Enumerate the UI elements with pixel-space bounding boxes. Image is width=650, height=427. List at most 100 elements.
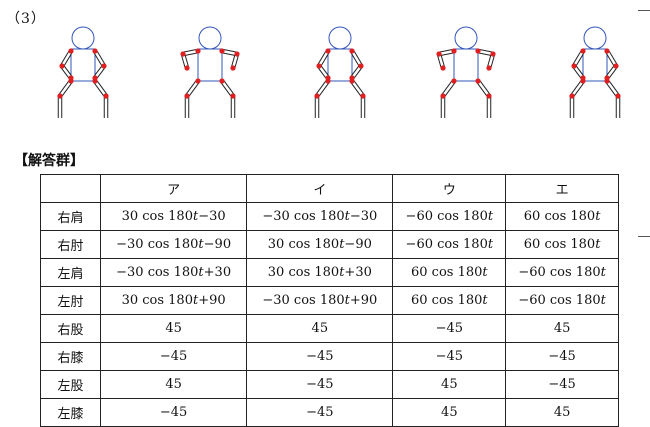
- table-cell: −60 cos 180t: [392, 202, 507, 231]
- row-label: 右股: [40, 314, 101, 343]
- joint-dot: [184, 65, 190, 71]
- torso-rect: [453, 48, 479, 82]
- table-header-row: アイウエ: [40, 174, 619, 203]
- table-cell: −30 cos 180t−30: [246, 202, 394, 231]
- joint-dot: [180, 51, 186, 57]
- limb-segment-inner: [220, 80, 235, 97]
- table-cell: −45: [246, 342, 394, 371]
- joint-dot: [580, 78, 586, 84]
- table-cell: 30 cos 180t−30: [99, 202, 248, 231]
- table-cell: 60 cos 180t: [392, 286, 507, 315]
- head-circle: [198, 26, 222, 50]
- table-cell: −45: [505, 342, 619, 371]
- joint-dot: [101, 63, 107, 69]
- header-col-2: イ: [246, 174, 394, 203]
- table-cell: −60 cos 180t: [505, 286, 619, 315]
- table-cell: −45: [246, 398, 394, 427]
- limb-segment-inner: [58, 80, 73, 97]
- pose-figure: [180, 26, 240, 118]
- joint-dot: [440, 65, 446, 71]
- pose-figure: [436, 26, 496, 118]
- table-row: 右膝−45−45−45−45: [40, 342, 619, 371]
- joint-dot: [475, 78, 481, 84]
- header-corner: [40, 174, 101, 203]
- limb-segment-inner: [93, 50, 106, 67]
- table-cell: 30 cos 180t+30: [246, 258, 394, 287]
- table-cell: −60 cos 180t: [392, 230, 507, 259]
- head-circle: [583, 26, 607, 50]
- torso-rect: [70, 48, 96, 82]
- pose-2: [165, 18, 255, 128]
- pose-4: [421, 18, 511, 128]
- joint-dot: [68, 48, 74, 54]
- joint-dot: [604, 78, 610, 84]
- header-col-1: ア: [99, 174, 248, 203]
- limb-segment-inner: [605, 80, 620, 97]
- table-cell: 45: [392, 370, 507, 399]
- head-circle: [328, 26, 352, 50]
- joint-dot: [234, 51, 240, 57]
- pose-figure: [569, 26, 621, 118]
- joint-dot: [230, 65, 236, 71]
- limb-segment-inner: [317, 50, 330, 67]
- joint-dot: [486, 65, 492, 71]
- pose-3: [295, 18, 385, 128]
- joint-dot: [195, 48, 201, 54]
- joint-dot: [436, 51, 442, 57]
- joint-dot: [475, 48, 481, 54]
- table-cell: −45: [246, 370, 394, 399]
- joint-dot: [569, 93, 575, 99]
- pose-figure: [57, 26, 109, 118]
- table-cell: −60 cos 180t: [505, 258, 619, 287]
- edge-mark: [638, 10, 650, 11]
- limb-segment-inner: [60, 50, 73, 67]
- table-cell: 60 cos 180t: [505, 230, 619, 259]
- limb-segment-inner: [93, 80, 108, 97]
- row-label: 右肩: [40, 202, 101, 231]
- joint-dot: [219, 78, 225, 84]
- joint-dot: [580, 48, 586, 54]
- row-label: 右肘: [40, 230, 101, 259]
- joint-dot: [92, 78, 98, 84]
- joint-dot: [92, 48, 98, 54]
- pose-5: [550, 18, 640, 128]
- table-cell: 45: [99, 370, 248, 399]
- edge-mark: [638, 236, 650, 237]
- row-label: 左膝: [40, 398, 101, 427]
- joint-dot: [490, 51, 496, 57]
- limb-segment-inner: [315, 80, 330, 97]
- head-circle: [71, 26, 95, 50]
- table-cell: −30 cos 180t+30: [99, 258, 248, 287]
- limb-segment-inner: [572, 50, 585, 67]
- table-cell: −45: [392, 314, 507, 343]
- joint-dot: [219, 48, 225, 54]
- joint-dot: [349, 78, 355, 84]
- row-label: 右膝: [40, 342, 101, 371]
- joint-dot: [68, 78, 74, 84]
- joint-dot: [358, 63, 364, 69]
- table-cell: 60 cos 180t: [505, 202, 619, 231]
- table-cell: −45: [505, 370, 619, 399]
- joint-dot: [184, 93, 190, 99]
- table-cell: 30 cos 180t+90: [99, 286, 248, 315]
- head-circle: [454, 26, 478, 50]
- joint-dot: [571, 63, 577, 69]
- joint-dot: [615, 93, 621, 99]
- pose-figure: [314, 26, 366, 118]
- table-cell: −45: [392, 342, 507, 371]
- limb-segment-inner: [605, 50, 618, 67]
- header-col-3: ウ: [392, 174, 507, 203]
- joint-dot: [325, 48, 331, 54]
- joint-dot: [440, 93, 446, 99]
- joint-dot: [613, 63, 619, 69]
- joint-dot: [486, 93, 492, 99]
- joint-dot: [195, 78, 201, 84]
- joint-dot: [57, 93, 63, 99]
